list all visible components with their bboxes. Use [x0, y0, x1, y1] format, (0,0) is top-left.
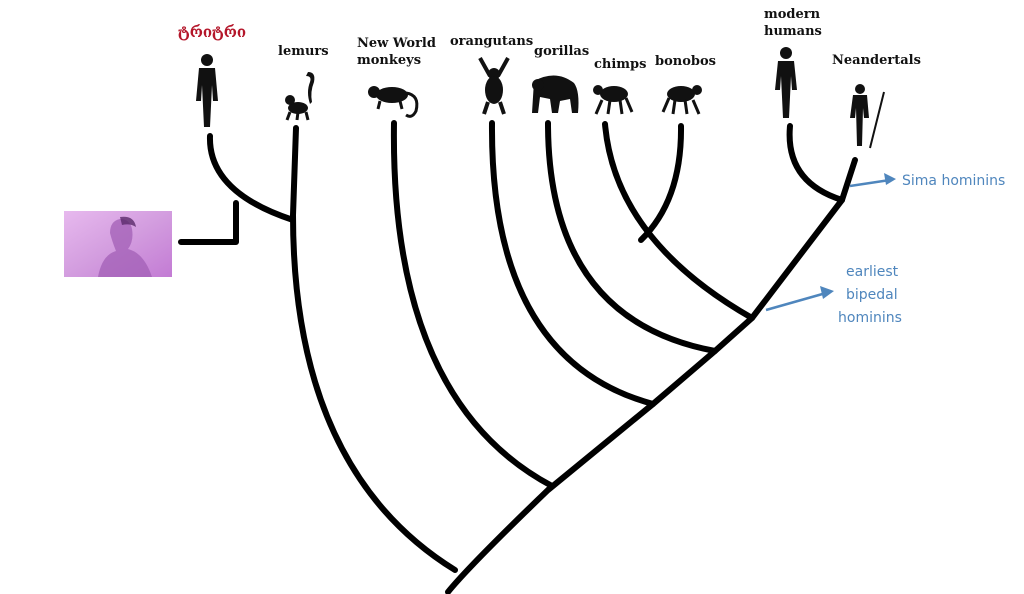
- custom-human-branch: [206, 133, 296, 223]
- orangutan-silhouette-icon: [478, 57, 510, 115]
- monkey-silhouette-icon: [368, 86, 419, 118]
- bonobos-branch: [638, 123, 685, 243]
- modern-humans-branch: [786, 123, 845, 203]
- bipedal-annotation-line2: bipedal: [846, 287, 898, 303]
- human-silhouette-icon: [196, 54, 218, 127]
- bipedal-arrow: [765, 286, 834, 312]
- photo-connector: [178, 200, 239, 245]
- neandertal-silhouette-icon: [850, 84, 885, 149]
- gorilla-silhouette-icon: [532, 75, 579, 113]
- new-world-monkeys-branch: [390, 120, 555, 489]
- neandertals-label: Neandertals: [832, 53, 921, 68]
- bipedal-annotation-line1: earliest: [846, 264, 899, 280]
- neandertals-branch: [839, 157, 858, 203]
- lemur-branch: [290, 125, 458, 573]
- modern-humans-label-line1: modern: [764, 7, 821, 22]
- lemur-silhouette-icon: [285, 72, 315, 121]
- sima-hominins-annotation: Sima hominins: [902, 173, 1005, 189]
- bipedal-annotation-line3: hominins: [838, 310, 902, 326]
- gorillas-label: gorillas: [534, 44, 589, 59]
- orangutans-label: orangutans: [450, 34, 533, 49]
- chimps-label: chimps: [594, 57, 646, 72]
- sima-arrow: [849, 173, 896, 188]
- lemurs-label: lemurs: [278, 44, 329, 59]
- gorillas-branch: [545, 120, 718, 354]
- modern-human-silhouette-icon: [775, 47, 797, 118]
- woman-photo: [64, 211, 172, 277]
- tree-branches: [178, 120, 858, 594]
- orangutans-branch: [488, 120, 656, 407]
- chimp-silhouette-icon: [593, 85, 634, 115]
- custom-taxon-label: ტრიტრი: [178, 23, 246, 41]
- bonobos-label: bonobos: [655, 54, 716, 69]
- new-world-label-line1: New World: [357, 36, 436, 51]
- new-world-label-line2: monkeys: [357, 53, 421, 68]
- bonobo-silhouette-icon: [661, 85, 702, 115]
- modern-humans-label-line2: humans: [764, 24, 822, 39]
